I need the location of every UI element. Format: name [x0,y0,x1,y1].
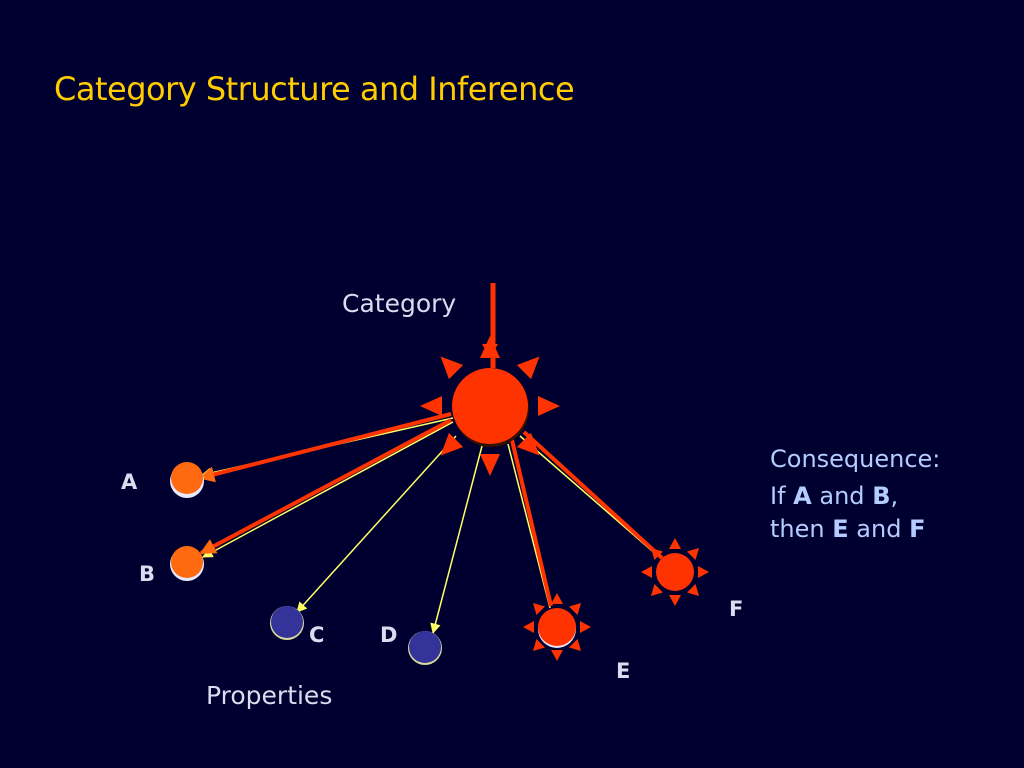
link-category-to-b [199,418,452,555]
link-category-to-e [510,439,553,607]
link-category-to-d [430,445,483,635]
node-label-a: A [121,470,138,494]
consequence-title: Consequence: [770,445,941,473]
link-category-to-f [522,430,664,560]
node-label-f: F [729,597,744,621]
node-label-e: E [616,659,631,683]
if-word: If [770,482,786,510]
node-label-d: D [380,623,398,647]
link-category-to-b-weak [202,421,454,558]
category-ray [538,396,560,416]
property-node-d [408,631,442,665]
link-category-to-c [296,435,457,613]
consequence-b: B [872,482,891,510]
link-category-to-a [198,412,452,483]
consequence-line-1: If A and B, [770,480,940,513]
property-node-f [641,538,709,606]
property-node-e [523,593,591,661]
property-node-c [270,606,304,640]
consequence-e: E [832,515,849,543]
slide-title: Category Structure and Inference [54,70,575,108]
category-ray [480,336,500,358]
category-ray [516,356,540,380]
category-ray [516,432,540,456]
property-node-b [170,546,204,581]
consequence-a: A [793,482,812,510]
node-label-c: C [309,623,325,647]
category-ray [440,356,464,380]
consequence-f: F [909,515,926,543]
then-word: then [770,515,825,543]
and-word: and [819,482,865,510]
category-ray [480,454,500,476]
consequence-box: Consequence: If A and B, then E and F [770,443,940,546]
category-ray [440,432,464,456]
property-node-a [170,462,204,498]
category-ray [420,396,442,416]
comma: , [890,482,899,510]
category-core [452,368,528,444]
category-label: Category [342,289,457,318]
and-word-2: and [856,515,902,543]
category-node [420,336,560,476]
properties-label: Properties [206,681,333,710]
node-label-b: B [139,562,156,586]
consequence-line-2: then E and F [770,513,940,546]
